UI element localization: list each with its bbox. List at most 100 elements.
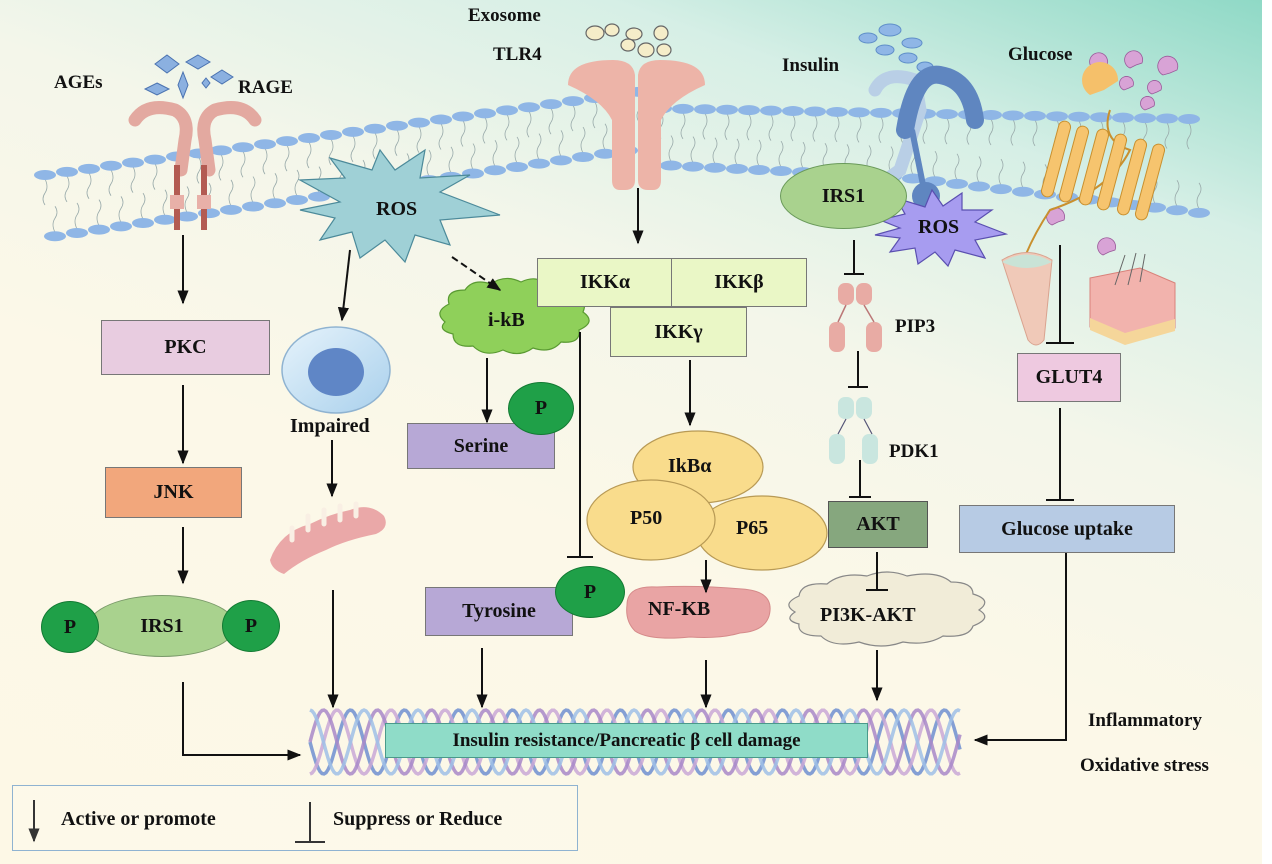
irs1-bottom-node: IRS1 [88,595,236,657]
lipid-head [364,123,386,134]
glut-transporter-icon [1019,62,1166,271]
mitochondria-icon [270,501,386,574]
lipid-head [990,184,1012,195]
lipid-head [770,166,792,177]
label-glucose: Glucose [1008,44,1073,65]
lipid-head [242,201,264,212]
pi3k-akt-cloud-shape [788,571,986,647]
legend-promote-label: Active or promote [61,808,216,830]
side-label-inflammatory: Inflammatory [1088,710,1202,731]
lipid-head [540,99,562,110]
lipid-head [254,139,276,150]
label-exosome: Exosome [468,5,541,26]
tlr4-receptor-icon [568,60,705,190]
lipid-head [870,107,892,118]
lipid-head [88,224,110,235]
lipid-head [1090,112,1112,123]
lipid-head [264,198,286,209]
label-ages: AGEs [54,72,103,93]
irs1-top-node: IRS1 [780,163,907,229]
p65-label: P65 [736,517,769,539]
pkc-box: PKC [101,320,270,375]
ros-left-label: ROS [376,198,418,220]
legend-suppress-label: Suppress or Reduce [333,808,503,830]
dna-strand [309,708,961,776]
lipid-head [342,126,364,137]
lipid-head [704,162,726,173]
ros-starburst-left [297,148,501,264]
lipid-head [1068,111,1090,122]
ros-starburst-right [874,188,1009,268]
lipid-head [748,164,770,175]
lipid-head [694,104,716,115]
lipid-head [452,111,474,122]
lipid-head [782,106,804,117]
pdk1-molecule-icon [829,397,878,464]
lipid-head [1024,110,1046,121]
lipid-head [506,161,528,172]
lipid-head [100,160,122,171]
lipid-head [56,166,78,177]
lipid-head [110,221,132,232]
arrow-uptake-outcome [973,553,1067,746]
nfkb-label: NF-KB [648,598,711,620]
pathway-arrows [177,188,1074,761]
lipid-head [78,163,100,174]
pdk1-label: PDK1 [889,441,939,462]
akt-box: AKT [828,501,928,548]
arrow-ros-cell [337,249,351,322]
lipid-head [386,120,408,131]
glucose-uptake-box: Glucose uptake [959,505,1175,553]
lipid-head [286,194,308,205]
lipid-head [1046,111,1068,122]
impaired-label: Impaired [290,415,370,437]
ros-right-label: ROS [918,216,960,238]
lipid-head [408,117,430,128]
lipid-head [572,152,594,163]
glut4-box: GLUT4 [1017,353,1121,402]
lipid-head [34,170,56,180]
lipid-head [132,218,154,229]
label-insulin: Insulin [782,55,840,76]
rage-receptor-icon [128,101,262,230]
lipid-head [550,155,572,166]
lipid-head [726,163,748,174]
pip3-molecule-icon [829,283,882,352]
lipid-head [154,214,176,225]
lipid-head [484,165,506,176]
ikb-label: i-kB [488,309,525,331]
lipid-head [66,227,88,238]
arrow-ros-ikb-dashed [451,256,502,291]
exosome-vesicles-icon [585,23,672,58]
phosphate-serine: P [508,382,574,435]
lipid-head [176,211,198,222]
lipid-head [594,148,616,159]
lipid-head [320,129,342,140]
arrow-irs1-outcome [182,682,302,761]
dna-strand [309,708,961,776]
lipid-head [848,107,870,118]
lipid-head [1134,113,1156,124]
ages-molecules-icon [143,54,234,100]
lipid-head [804,106,826,117]
impaired-cell-icon [281,326,391,414]
lipid-head [232,142,254,153]
ikk-beta-box: IKKβ [671,258,807,307]
ikb-alpha-label: IkBα [668,455,712,477]
skin-tissue-icon [1089,252,1176,345]
lipid-head [210,145,232,156]
lipid-head [298,133,320,144]
label-tlr4: TLR4 [493,44,542,65]
muscle-tissue-icon [1001,252,1053,346]
lipid-head [760,105,782,116]
lipid-head [716,104,738,115]
tyrosine-box: Tyrosine [425,587,573,636]
p50-label: P50 [630,507,663,529]
insulin-receptor-icon [858,23,984,210]
lipid-head [220,204,242,215]
lipid-head [826,106,848,117]
lipid-head [738,105,760,116]
lipid-head [1112,112,1134,123]
lipid-head [1178,113,1200,124]
lipid-head [1166,205,1188,216]
